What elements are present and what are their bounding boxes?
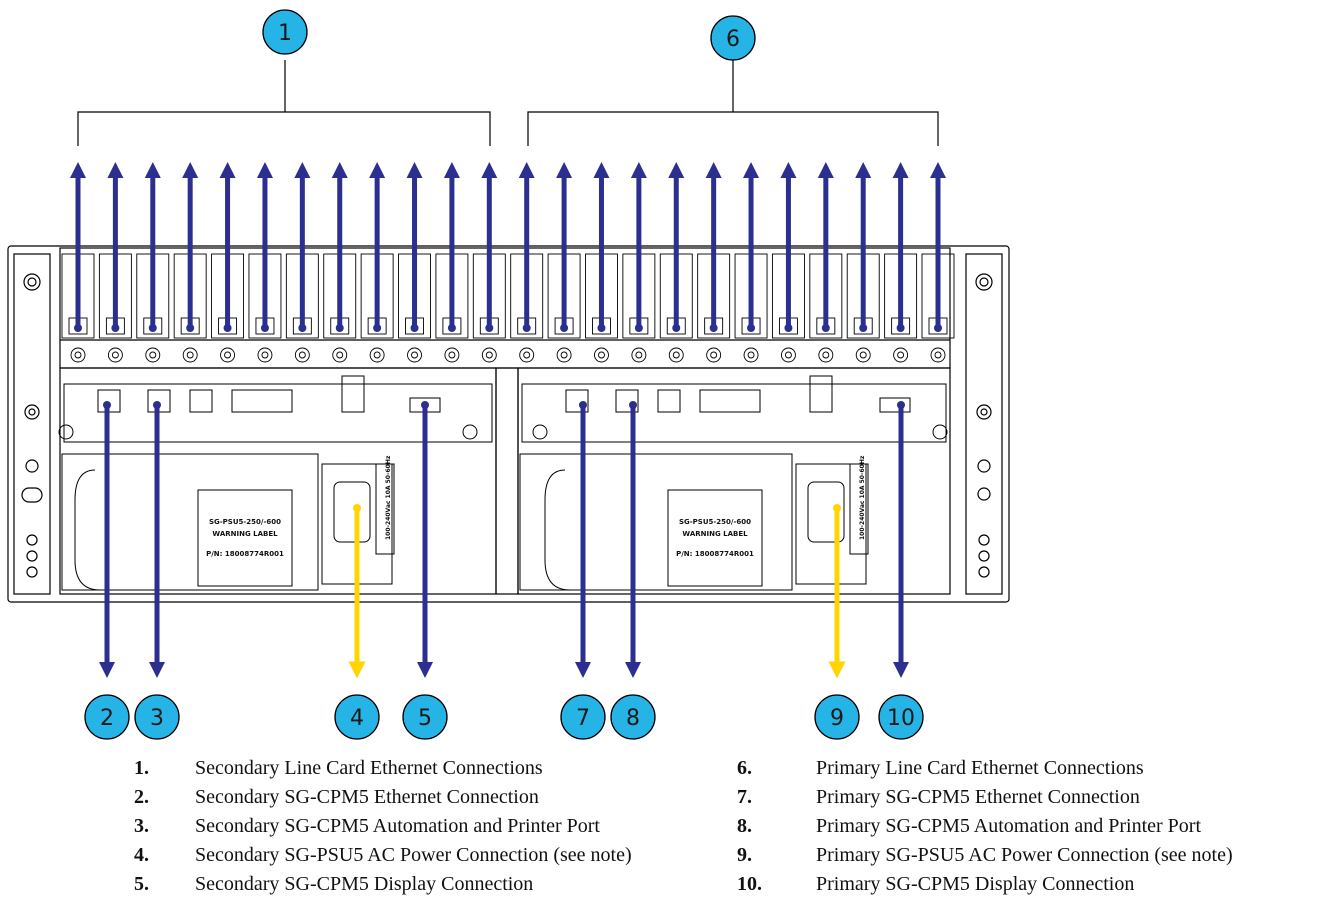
psu-right-warning-text: WARNING LABEL	[682, 530, 748, 538]
legend-label: Secondary SG-CPM5 Display Connection	[195, 873, 534, 895]
legend-label: Secondary Line Card Ethernet Connections	[195, 757, 543, 779]
callout-9: 9	[814, 694, 860, 740]
psu-right-part-number-text: P/N: 18008774R001	[676, 550, 754, 558]
callout-3: 3	[134, 694, 180, 740]
chassis	[7, 245, 1010, 603]
svg-text:3: 3	[150, 706, 164, 731]
callout-2: 2	[84, 694, 130, 740]
psu-left	[61, 453, 395, 591]
svg-text:9: 9	[830, 706, 844, 731]
legend-label: Secondary SG-CPM5 Automation and Printer…	[195, 815, 600, 837]
legend-number: 4.	[134, 844, 149, 866]
legend-number: 7.	[737, 786, 752, 808]
cpm-panels	[58, 375, 948, 443]
legend-number: 2.	[134, 786, 149, 808]
svg-text:7: 7	[576, 706, 590, 731]
svg-text:1: 1	[278, 21, 292, 46]
legend-number: 8.	[737, 815, 752, 837]
svg-text:8: 8	[626, 706, 640, 731]
callout-6: 6	[710, 15, 756, 61]
legend-number: 5.	[134, 873, 149, 895]
line-card-slots	[61, 253, 955, 363]
legend-number: 3.	[134, 815, 149, 837]
legend-label: Secondary SG-CPM5 Ethernet Connection	[195, 786, 539, 808]
legend-label: Secondary SG-PSU5 AC Power Connection (s…	[195, 844, 632, 866]
line-card-arrows	[69, 161, 947, 332]
callout-5: 5	[402, 694, 448, 740]
svg-text:2: 2	[100, 706, 114, 731]
legend-number: 1.	[134, 757, 149, 779]
legend-label: Primary SG-CPM5 Automation and Printer P…	[816, 815, 1201, 837]
psu-left-model-text: SG-PSU5-250/-600	[209, 518, 281, 526]
callout-4: 4	[334, 694, 380, 740]
svg-text:10: 10	[887, 706, 915, 731]
callout-10: 10	[878, 694, 924, 740]
psu-left-power-rating-text: 100-240Vac 10A 50-60Hz	[385, 455, 392, 540]
legend-label: Primary SG-CPM5 Display Connection	[816, 873, 1135, 895]
legend: 1. Secondary Line Card Ethernet Connectio…	[0, 748, 1321, 907]
psu-right-model-text: SG-PSU5-250/-600	[679, 518, 751, 526]
svg-text:4: 4	[350, 706, 364, 731]
svg-text:5: 5	[418, 706, 432, 731]
legend-label: Primary SG-CPM5 Ethernet Connection	[816, 786, 1140, 808]
callout-8: 8	[610, 694, 656, 740]
callout-7: 7	[560, 694, 606, 740]
legend-label: Primary Line Card Ethernet Connections	[816, 757, 1144, 779]
psu-left-warning-text: WARNING LABEL	[212, 530, 278, 538]
legend-label: Primary SG-PSU5 AC Power Connection (see…	[816, 844, 1233, 866]
psu-left-part-number-text: P/N: 18008774R001	[206, 550, 284, 558]
bracket-group-1	[77, 60, 491, 146]
legend-number: 6.	[737, 757, 752, 779]
psu-right	[519, 453, 869, 591]
down-arrows	[98, 401, 910, 679]
svg-text:6: 6	[726, 27, 740, 52]
callout-1: 1	[262, 9, 308, 55]
psu-right-power-rating-text: 100-240Vac 10A 50-60Hz	[859, 455, 866, 540]
legend-number: 10.	[737, 873, 762, 895]
legend-number: 9.	[737, 844, 752, 866]
bracket-group-6	[527, 60, 939, 146]
